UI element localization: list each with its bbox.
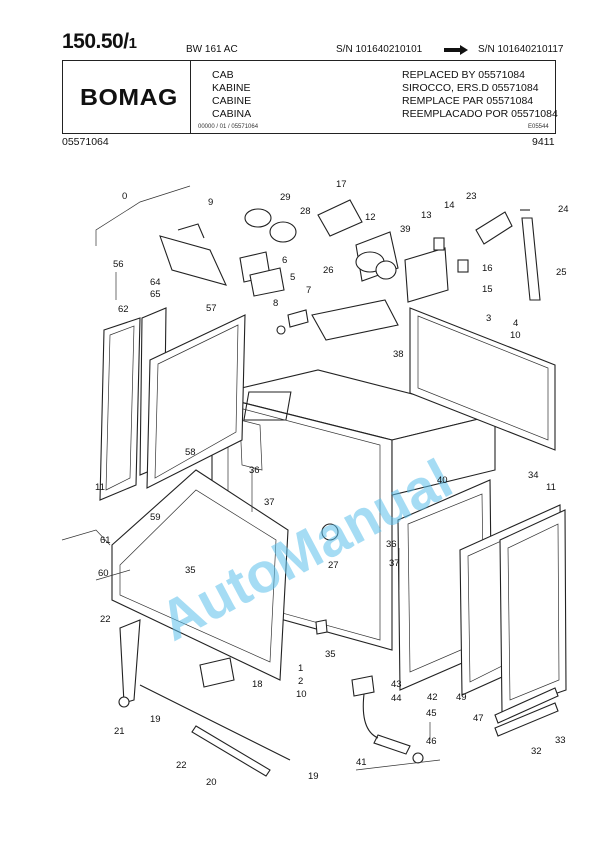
callout-label: 58: [185, 447, 196, 458]
callout-label: 23: [466, 191, 477, 202]
callout-label: 46: [426, 736, 437, 747]
sunvisor: [159, 223, 227, 286]
callout-label: 22: [176, 760, 187, 771]
callout-label: 26: [323, 265, 334, 276]
callout-label: 47: [473, 713, 484, 724]
callout-label: 9: [208, 197, 213, 208]
callout-label: 11: [546, 482, 556, 493]
callout-label: 10: [510, 330, 521, 341]
callout-label: 11: [95, 482, 105, 493]
callout-label: 35: [325, 649, 336, 660]
brand-logo: BOMAG: [80, 84, 178, 110]
callout-label: 20: [206, 777, 217, 788]
callout-label: 42: [427, 692, 438, 703]
roof-components: [239, 199, 541, 341]
callout-label: 62: [118, 304, 129, 315]
callout-label: 13: [421, 210, 432, 221]
page-number-main: 150.50/: [62, 30, 129, 53]
callout-label: 60: [98, 568, 109, 579]
callout-label: 41: [356, 757, 367, 768]
callout-label: 56: [113, 259, 124, 270]
callout-label: 37: [264, 497, 275, 508]
callout-label: 64: [150, 277, 161, 288]
page-number-sub: 1: [128, 35, 137, 52]
callout-label: 18: [252, 679, 263, 690]
replaced-en: REPLACED BY 05571084: [402, 69, 525, 81]
left-windows: [99, 307, 246, 501]
title-es: CABINA: [212, 108, 252, 120]
callout-label: 5: [290, 272, 295, 283]
callout-label: 25: [556, 267, 567, 278]
left-door: [111, 469, 289, 681]
callout-label: 49: [456, 692, 467, 703]
callout-label: 1: [298, 663, 303, 674]
callout-label: 37: [389, 558, 400, 569]
callout-label: 33: [555, 735, 566, 746]
callout-label: 65: [150, 289, 161, 300]
lower-components: [118, 523, 559, 777]
callout-label: 19: [308, 771, 319, 782]
callout-label: 35: [185, 565, 196, 576]
serial-to: S/N 101640210117: [478, 44, 564, 55]
callout-label: 6: [282, 255, 287, 266]
callout-label: 7: [306, 285, 311, 296]
callout-label: 29: [280, 192, 291, 203]
serial-from: S/N 101640210101: [336, 44, 423, 55]
callout-label: 21: [114, 726, 125, 737]
callout-label: 28: [300, 206, 311, 217]
callout-label: 45: [426, 708, 437, 719]
callout-label: 4: [513, 318, 518, 329]
callout-label: 17: [336, 179, 347, 190]
part-number: 05571064: [62, 136, 109, 148]
replaced-es: REEMPLACADO POR 05571084: [402, 108, 558, 120]
callout-label: 27: [328, 560, 339, 571]
callout-label: 0: [122, 191, 127, 202]
callout-label: 16: [482, 263, 493, 274]
callout-label: 3: [486, 313, 491, 324]
callout-label: 32: [531, 746, 542, 757]
callout-label: 2: [298, 676, 303, 687]
date-code: 9411: [532, 136, 555, 148]
callout-label: 14: [444, 200, 455, 211]
callout-label: 34: [528, 470, 539, 481]
callout-label: 22: [100, 614, 111, 625]
title-en: CAB: [212, 69, 234, 81]
replaced-fr: REMPLACE PAR 05571084: [402, 95, 534, 107]
callout-label: 24: [558, 204, 569, 215]
rear-window: [409, 307, 556, 451]
callout-label: 36: [386, 539, 397, 550]
header-divider: [190, 60, 192, 134]
drawing-code: E05544: [528, 124, 549, 130]
callout-label: 44: [391, 693, 402, 704]
callout-label: 36: [249, 465, 260, 476]
callout-label: 38: [393, 349, 404, 360]
header-box: [62, 60, 556, 134]
doc-code: 00000 / 01 / 05571064: [198, 124, 259, 130]
leader-lines: [61, 185, 441, 771]
right-door: [397, 479, 567, 713]
callout-label: 8: [273, 298, 278, 309]
callout-label: 15: [482, 284, 493, 295]
callout-label: 57: [206, 303, 217, 314]
model-name: BW 161 AC: [186, 44, 238, 55]
replaced-de: SIROCCO, ERS.D 05571084: [402, 82, 539, 94]
callout-label: 40: [437, 475, 448, 486]
callout-label: 59: [150, 512, 161, 523]
callout-label: 10: [296, 689, 307, 700]
callouts: 0 9 29 28 17 12 13 14 23 24 6 5 8 7 26 3…: [95, 179, 569, 788]
callout-label: 43: [391, 679, 402, 690]
callout-label: 61: [100, 535, 111, 546]
callout-label: 12: [365, 212, 376, 223]
callout-label: 39: [400, 224, 411, 235]
title-de: KABINE: [212, 82, 251, 94]
callout-label: 19: [150, 714, 161, 725]
title-fr: CABINE: [212, 95, 252, 107]
page-number: 150.50/1: [62, 30, 137, 54]
arrow-right-icon: [444, 45, 468, 55]
